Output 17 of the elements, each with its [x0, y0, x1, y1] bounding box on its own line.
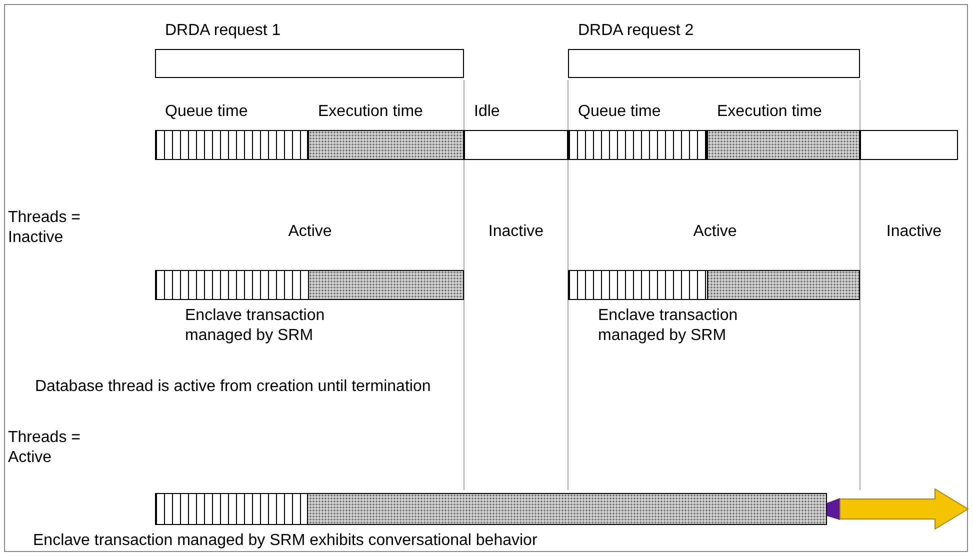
bar-caption: Enclave transaction managed by SRM: [598, 306, 739, 346]
segment-label: Queue time: [165, 102, 248, 122]
segment-label: DRDA request 1: [165, 21, 281, 41]
row-label: Threads = Active: [8, 428, 82, 468]
bar-caption: Enclave transaction managed by SRM: [185, 306, 326, 346]
segment-label: Execution time: [318, 102, 423, 122]
segment-label: Idle: [474, 102, 500, 122]
state-label: Active: [692, 222, 738, 242]
bar-caption: Enclave transaction managed by SRM exhibits conversational behavior: [33, 531, 538, 551]
segment-label: Execution time: [717, 102, 822, 122]
segment-label: Queue time: [578, 102, 661, 122]
state-label: Inactive: [487, 222, 545, 242]
row-label: Threads = Inactive: [8, 208, 82, 248]
state-label: Inactive: [885, 222, 943, 242]
note-text: Database thread is active from creation until termination: [35, 377, 431, 397]
state-label: Active: [287, 222, 333, 242]
segment-label: DRDA request 2: [578, 21, 694, 41]
